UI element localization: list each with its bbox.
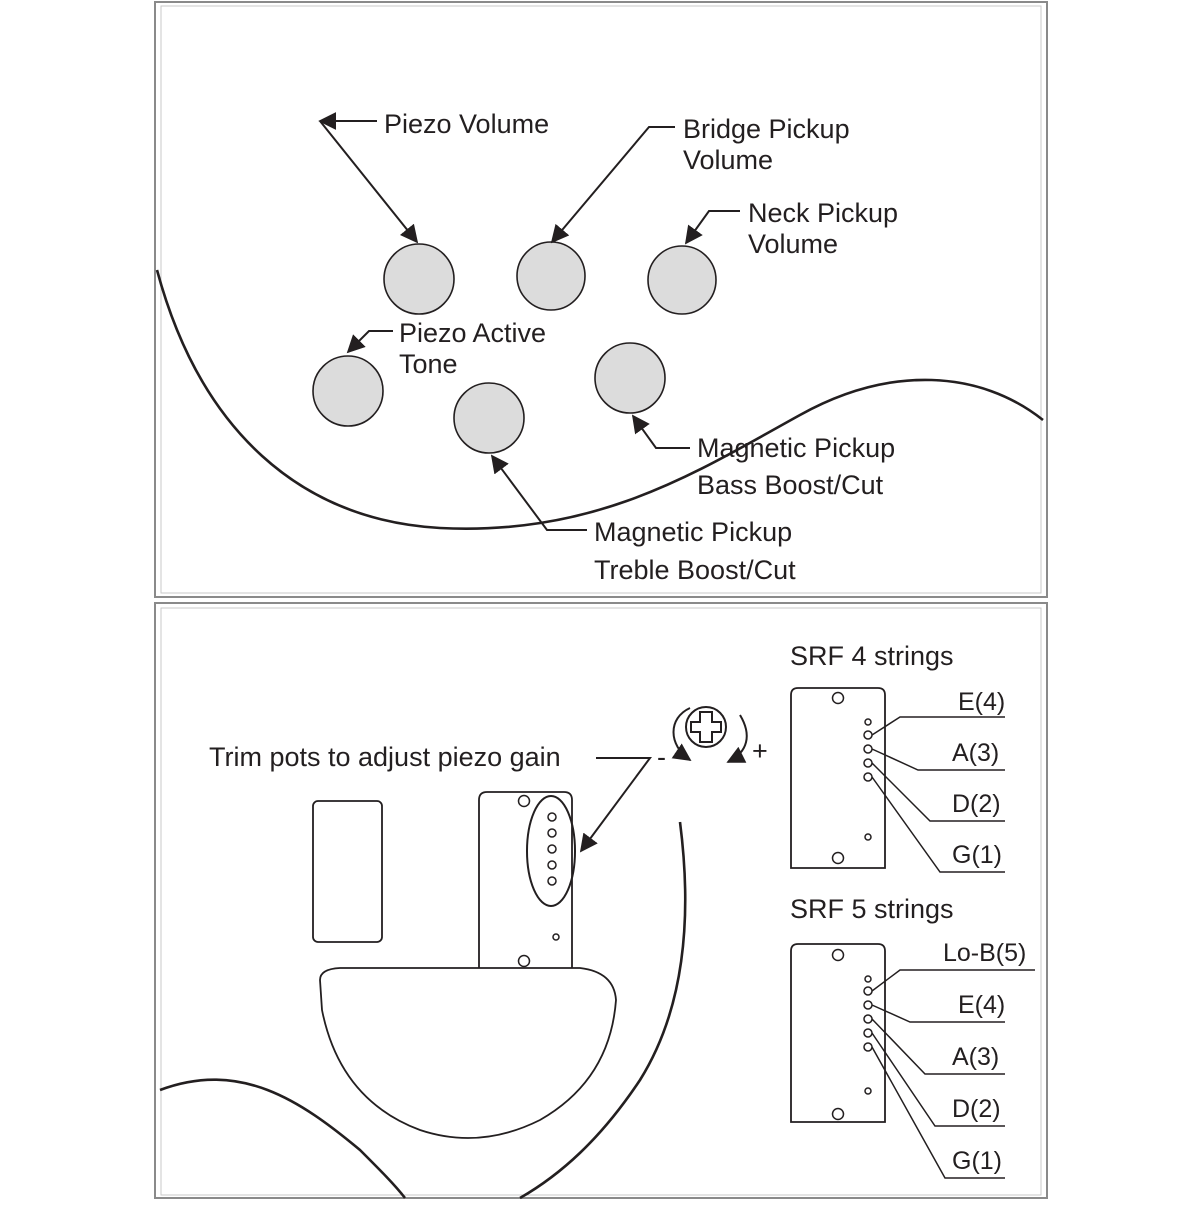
neck-pickup-volume-leader <box>684 210 740 245</box>
magnetic-treble-label-line2: Treble Boost/Cut <box>594 555 796 585</box>
piezo-volume-label: Piezo Volume <box>384 109 549 139</box>
srf4-title: SRF 4 strings <box>790 641 954 671</box>
trim-pots-label: Trim pots to adjust piezo gain <box>209 742 561 772</box>
srf5-leader-a <box>871 1018 1005 1075</box>
trim-panel-inner-frame <box>160 607 1042 1196</box>
srf5-plate <box>790 943 886 1123</box>
srf5-trim-pot-d <box>863 1028 873 1038</box>
srf4-leader-e <box>871 716 1005 736</box>
magnetic-treble-knob <box>453 382 525 454</box>
plus-sign: + <box>752 736 768 766</box>
srf4-small-hole-top <box>864 718 872 726</box>
control-cavity <box>319 967 617 1139</box>
srf5-string-label: Lo-B(5) <box>943 939 1026 967</box>
trim-panel-frame <box>154 602 1048 1199</box>
minus-sign: - <box>657 742 666 772</box>
srf4-trim-pot-a <box>863 744 873 754</box>
trim-pot <box>547 828 557 838</box>
trim-pots-leader <box>579 757 652 853</box>
srf5-title: SRF 5 strings <box>790 894 954 924</box>
pickup-cover <box>312 800 383 943</box>
srf4-string-label: E(4) <box>958 688 1005 716</box>
trim-screw-head-icon <box>685 706 727 748</box>
srf5-screw-top <box>831 948 845 962</box>
magnetic-treble-label-line1: Magnetic Pickup <box>594 517 792 547</box>
trim-pot <box>547 860 557 870</box>
ccw-arrow-icon <box>671 707 692 762</box>
srf5-trim-pot-a <box>863 1014 873 1024</box>
phillips-cross-icon <box>690 711 722 743</box>
srf4-trim-pot-e <box>863 730 873 740</box>
srf4-leader-d <box>871 762 1005 822</box>
lower-body-right-edge <box>519 821 687 1200</box>
piezo-active-tone-label-line2: Tone <box>399 349 458 379</box>
control-panel-inner-frame <box>160 5 1042 594</box>
magnetic-bass-leader <box>631 414 690 449</box>
srf4-string-label: G(1) <box>952 841 1002 869</box>
srf4-leader-a <box>871 748 1005 771</box>
srf5-leader-d <box>871 1032 1005 1127</box>
srf4-small-hole-bottom <box>864 833 872 841</box>
control-panel: Piezo Volume Bridge Pickup Volume Neck P… <box>154 1 1048 598</box>
trim-panel: Trim pots to adjust piezo gain - + SRF 4… <box>154 602 1048 1200</box>
piezo-active-tone-label-line1: Piezo Active <box>399 318 546 348</box>
trim-pot <box>547 876 557 886</box>
trim-pot-highlight <box>526 795 576 907</box>
srf4-screw-bottom <box>831 851 845 865</box>
neck-pickup-label-line1: Neck Pickup <box>748 198 898 228</box>
plate-screw-bottom <box>517 954 531 968</box>
srf4-trim-pot-d <box>863 758 873 768</box>
srf5-string-label: D(2) <box>952 1095 1001 1123</box>
lower-body-outline <box>159 1078 407 1199</box>
srf4-string-label: D(2) <box>952 790 1001 818</box>
srf5-string-label: E(4) <box>958 991 1005 1019</box>
magnetic-bass-label-line2: Bass Boost/Cut <box>697 470 884 500</box>
piezo-volume-knob <box>383 243 455 315</box>
srf5-leader-g <box>871 1046 1005 1179</box>
piezo-active-tone-leader <box>346 330 393 354</box>
guitar-body-outline <box>155 269 1044 530</box>
srf5-leader-e <box>871 1004 1005 1023</box>
magnetic-bass-knob <box>594 342 666 414</box>
control-plate <box>478 791 573 970</box>
srf5-trim-pot-g <box>863 1042 873 1052</box>
srf5-small-hole-top <box>864 975 872 983</box>
plate-small-hole <box>552 933 560 941</box>
srf5-trim-pot-lob <box>863 986 873 996</box>
srf5-string-label: G(1) <box>952 1147 1002 1175</box>
screwdriver-adjust-icon <box>671 706 748 763</box>
srf4-leader-g <box>871 776 1005 873</box>
cw-arrow-icon <box>726 714 748 763</box>
srf5-trim-pot-e <box>863 1000 873 1010</box>
trim-pot <box>547 812 557 822</box>
srf4-string-label: A(3) <box>952 739 999 767</box>
trim-pot <box>547 844 557 854</box>
neck-pickup-volume-knob <box>647 245 717 315</box>
srf4-plate <box>790 687 886 869</box>
bridge-pickup-volume-knob <box>516 241 586 311</box>
magnetic-bass-label-line1: Magnetic Pickup <box>697 433 895 463</box>
srf5-screw-bottom <box>831 1107 845 1121</box>
srf5-small-hole-bottom <box>864 1087 872 1095</box>
bridge-pickup-label-line2: Volume <box>683 145 773 175</box>
srf4-trim-pot-g <box>863 772 873 782</box>
srf4-screw-top <box>831 691 845 705</box>
neck-pickup-label-line2: Volume <box>748 229 838 259</box>
plate-screw-top <box>517 794 531 808</box>
piezo-active-tone-knob <box>312 355 384 427</box>
srf5-leader-lob <box>871 969 1035 992</box>
control-panel-frame <box>154 1 1048 598</box>
bridge-pickup-volume-leader <box>550 126 675 244</box>
piezo-volume-leader <box>320 121 417 242</box>
bridge-pickup-label-line1: Bridge Pickup <box>683 114 850 144</box>
srf5-string-label: A(3) <box>952 1043 999 1071</box>
magnetic-treble-leader <box>490 454 587 531</box>
